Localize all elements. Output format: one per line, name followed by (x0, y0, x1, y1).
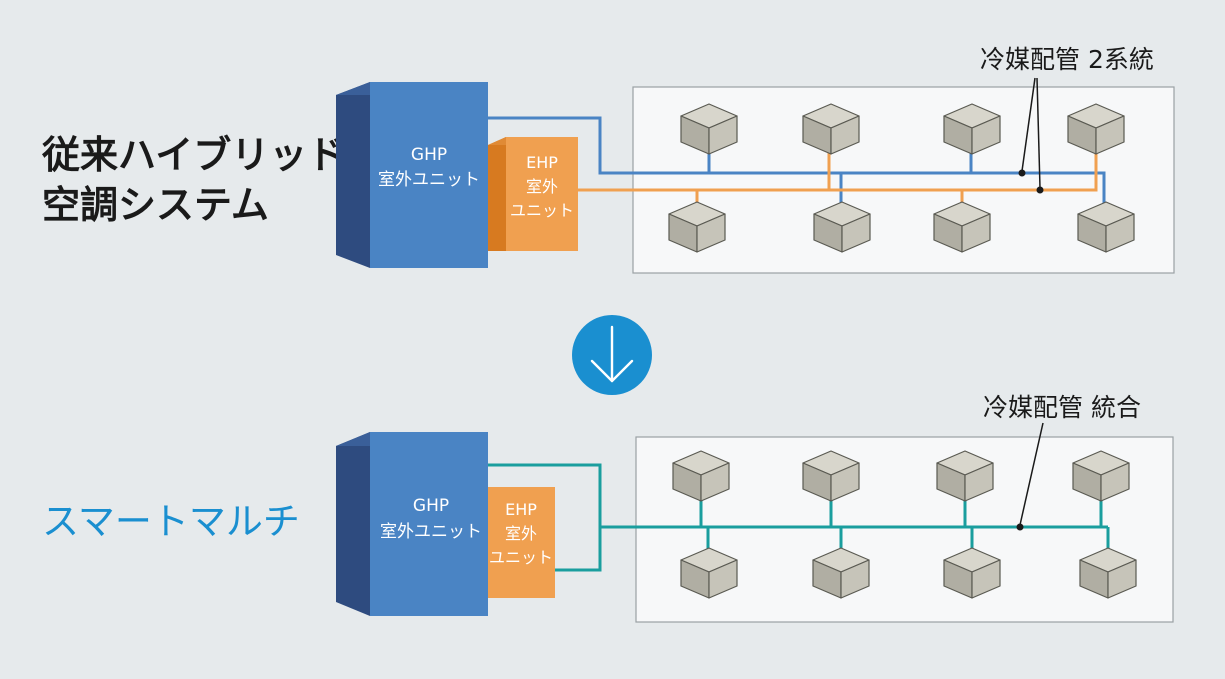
integrated-pipe-callout: 冷媒配管 統合 (983, 393, 1141, 422)
ehp-label-line1: EHP (526, 153, 558, 172)
ehp-label-line2: 室外 (505, 524, 537, 543)
ehp-label-line3: ユニット (510, 201, 574, 220)
ghp-outdoor-unit: GHP 室外ユニット (336, 432, 488, 616)
down-arrow-icon (572, 315, 652, 395)
ehp-label-line2: 室外 (526, 177, 558, 196)
ghp-label-line2: 室外ユニット (380, 522, 482, 542)
callout-dot (1016, 523, 1024, 531)
smart-multi-title: スマートマルチ (42, 500, 300, 543)
callout-dot (1018, 169, 1026, 177)
callout-dot (1036, 186, 1044, 194)
conventional-title-line1: 従来ハイブリッド (42, 133, 346, 177)
two-pipe-systems-callout: 冷媒配管 2系統 (980, 45, 1154, 74)
ehp-outdoor-unit: EHP 室外 ユニット (488, 137, 578, 251)
ghp-outdoor-unit: GHP 室外ユニット (336, 82, 488, 268)
conventional-system-title: 従来ハイブリッド 空調システム (42, 130, 345, 230)
ehp-label-line1: EHP (505, 500, 537, 519)
ghp-label-line1: GHP (413, 496, 449, 516)
ghp-label-line2: 室外ユニット (378, 170, 480, 190)
ghp-label-line1: GHP (411, 145, 447, 165)
callout-leader-lines (1021, 77, 1041, 189)
ehp-outdoor-unit: EHP 室外 ユニット (488, 487, 555, 598)
callout-leader-line (1019, 422, 1044, 526)
ehp-label-line3: ユニット (489, 548, 553, 567)
conventional-title-line2: 空調システム (42, 183, 269, 227)
